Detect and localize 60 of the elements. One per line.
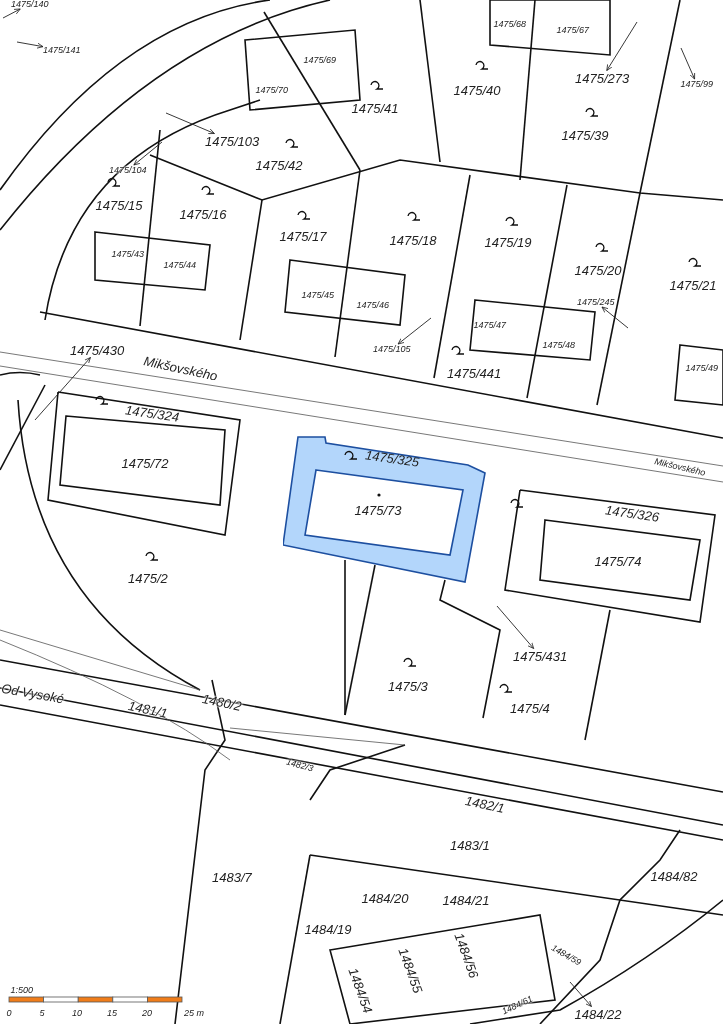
parcel-number: 1475/17 — [279, 228, 327, 244]
parcel-number: 1475/67 — [556, 25, 590, 35]
parcel-number: 1475/41 — [351, 100, 399, 116]
parcel-number: 1475/20 — [574, 262, 622, 278]
parcel-number: 1484/22 — [574, 1006, 622, 1022]
parcel-number: 1475/4 — [510, 700, 550, 716]
parcel-number: 1483/7 — [212, 869, 252, 885]
parcel-number: 1475/245 — [577, 297, 615, 307]
parcel-number: 1475/18 — [389, 232, 437, 248]
parcel-number: 1475/69 — [303, 55, 337, 65]
scale-label: 25 m — [184, 1008, 204, 1018]
parcel-number: 1480/2 — [200, 690, 243, 714]
parcel-number: 1475/48 — [542, 340, 576, 350]
parcel-number: 1475/430 — [70, 342, 125, 358]
street-name: Od Vysoké — [0, 680, 65, 706]
parcel-number: 1475/47 — [473, 320, 507, 330]
parcel-number: 1481/1 — [126, 697, 169, 721]
parcel-number: 1484/82 — [650, 868, 698, 884]
parcel-number: 1475/140 — [11, 0, 49, 9]
parcel-number: 1475/273 — [575, 70, 630, 86]
parcel-number: 1475/19 — [484, 234, 532, 250]
scale-label: 10 — [72, 1008, 82, 1018]
scale-label: 20 — [142, 1008, 152, 1018]
parcel-number: 1482/1 — [463, 792, 506, 816]
parcel-number: 1475/324 — [124, 401, 180, 425]
parcel-number: 1475/16 — [179, 206, 227, 222]
parcel-number: 1475/105 — [373, 344, 411, 354]
parcel-number: 1475/2 — [128, 570, 168, 586]
parcel-number: 1475/431 — [513, 648, 568, 664]
parcel-number: 1475/49 — [685, 363, 719, 373]
parcel-number: 1475/99 — [680, 79, 714, 89]
parcel-number: 1475/39 — [561, 127, 609, 143]
parcel-number: 1475/15 — [95, 197, 143, 213]
parcel-number: 1482/3 — [285, 756, 315, 774]
parcel-number: 1484/21 — [442, 892, 490, 908]
scale-label: 15 — [107, 1008, 117, 1018]
parcel-number: 1475/70 — [255, 85, 289, 95]
parcel-number: 1484/20 — [361, 890, 409, 906]
parcel-number: 1475/3 — [388, 678, 428, 694]
parcel-number: 1475/44 — [163, 260, 197, 270]
scale-label: 0 — [6, 1008, 12, 1018]
parcel-number: 1484/19 — [304, 921, 352, 937]
parcel-number: 1475/325 — [364, 446, 420, 470]
parcel-number: 1475/68 — [493, 19, 527, 29]
scale-label: 5 — [39, 1008, 45, 1018]
parcel-number: 1475/74 — [594, 553, 642, 569]
parcel-number: 1475/21 — [669, 277, 717, 293]
parcel-number: 1475/103 — [205, 133, 260, 149]
parcel-number: 1475/326 — [604, 501, 660, 525]
parcel-number: 1475/45 — [301, 290, 335, 300]
parcel-number: 1475/43 — [111, 249, 145, 259]
parcel-number: 1475/42 — [255, 157, 303, 173]
parcel-number: 1475/141 — [43, 45, 81, 55]
parcel-number: 1483/1 — [450, 837, 490, 853]
parcel-number: 1475/73 — [354, 502, 402, 518]
parcel-number: 1475/72 — [121, 455, 169, 471]
parcel-number: 1475/46 — [356, 300, 390, 310]
parcel-number: 1475/40 — [453, 82, 501, 98]
scale-label: 1:500 — [10, 985, 34, 995]
parcel-number: 1475/441 — [447, 365, 502, 381]
